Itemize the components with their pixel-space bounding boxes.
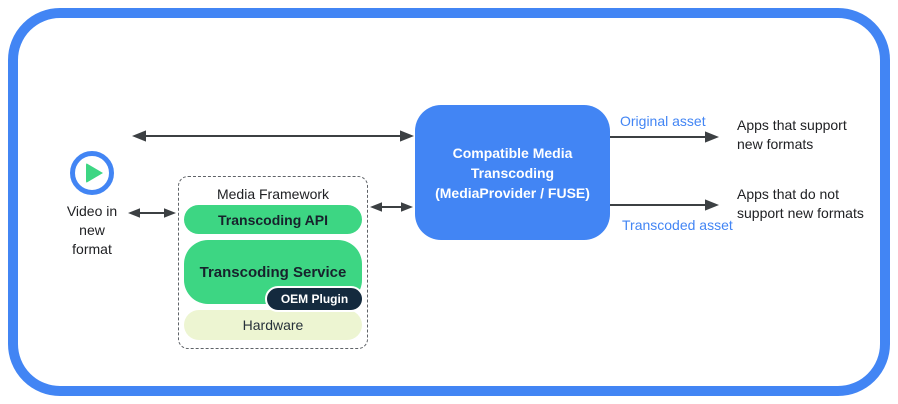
oem-plugin-pill: OEM Plugin: [265, 286, 364, 312]
bidirectional-arrow-framework-transcoder: [370, 202, 413, 212]
original-asset-label: Original asset: [620, 113, 706, 129]
media-framework-title: Media Framework: [216, 186, 330, 202]
transcoding-api-pill: Transcoding API: [184, 205, 362, 234]
video-source-label: Video in new format: [66, 203, 118, 257]
arrow-original-asset: [608, 131, 719, 143]
apps-support-label: Apps that support new formats: [737, 117, 847, 152]
compatible-media-transcoding-box: Compatible Media Transcoding (MediaProvi…: [415, 105, 610, 240]
bidirectional-arrow-source-transcoder: [132, 130, 414, 142]
bidirectional-arrow-source-framework: [128, 208, 176, 218]
media-framework-box: Media Framework Transcoding API Transcod…: [178, 176, 368, 349]
transcoded-asset-label: Transcoded asset: [622, 217, 733, 233]
outer-frame: [8, 8, 890, 396]
play-triangle-icon: [86, 163, 103, 183]
compatible-media-transcoding-label: Compatible Media Transcoding (MediaProvi…: [435, 144, 590, 201]
hardware-pill: Hardware: [184, 310, 362, 340]
play-icon: [70, 151, 114, 195]
apps-no-support-label: Apps that do not support new formats: [737, 186, 864, 221]
arrow-transcoded-asset: [608, 199, 719, 211]
